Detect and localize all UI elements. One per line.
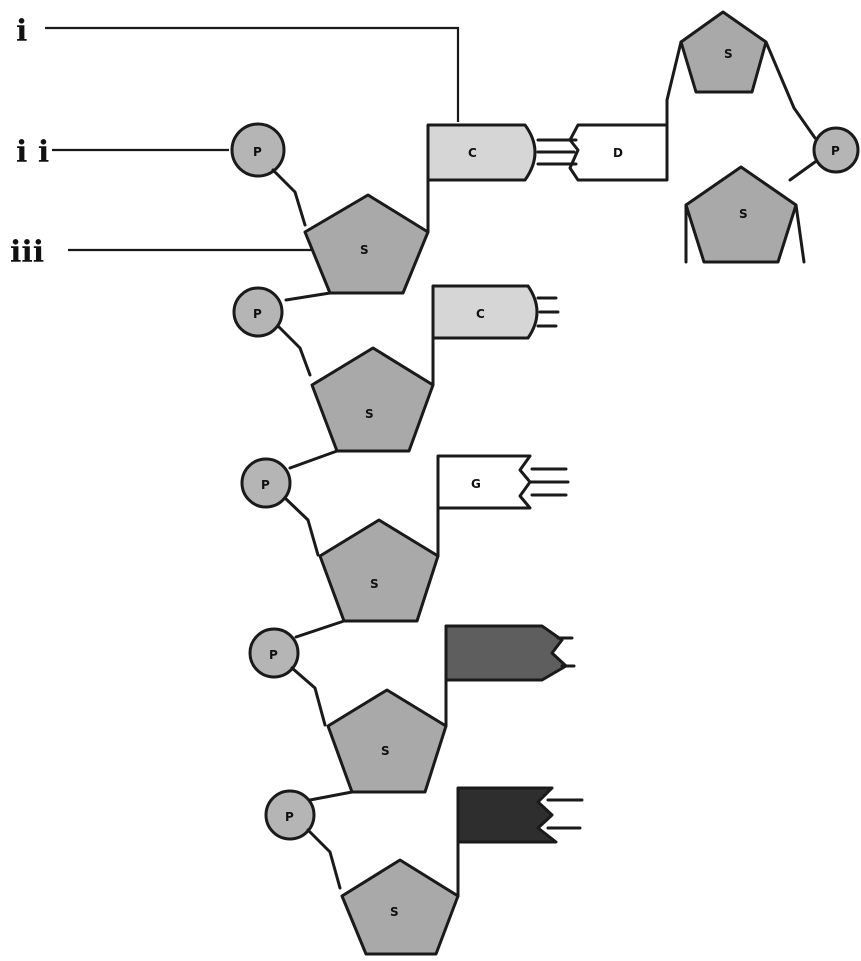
nucleotide-1: P S C <box>230 122 537 295</box>
sugar-5-label: S <box>390 905 399 919</box>
base-2-label: C <box>476 307 485 321</box>
phosphate-3-label: P <box>261 478 270 492</box>
phosphate-2 <box>232 286 284 338</box>
complement-strand: S S P <box>665 10 860 264</box>
nucleotide-5: P S <box>264 786 584 956</box>
nucleotide-4: P S <box>248 619 576 794</box>
sugar-3 <box>318 518 440 623</box>
phosphate-5-label: P <box>285 810 294 824</box>
phosphate-3 <box>240 457 292 509</box>
phosphate-5 <box>264 789 316 841</box>
sugar-1-label: S <box>360 243 369 257</box>
complement-phosphate-label: P <box>831 144 840 158</box>
phosphate-1-label: P <box>253 145 262 159</box>
paired-base-d-label: D <box>613 146 623 160</box>
sugar-4 <box>326 688 448 794</box>
sugar-2-label: S <box>365 407 374 421</box>
phosphate-4-label: P <box>269 648 278 662</box>
complement-sugar-top-label: S <box>724 47 733 61</box>
complement-sugar-top <box>679 10 768 94</box>
phosphate-4 <box>248 627 300 679</box>
phosphate-1 <box>230 122 286 178</box>
label-i: i <box>16 14 27 49</box>
base-2 <box>431 284 539 340</box>
label-iii: iii <box>10 235 44 270</box>
hydrogen-bonds <box>536 138 578 166</box>
sugar-3-label: S <box>370 577 379 591</box>
base-3-label: G <box>471 477 481 491</box>
base-1 <box>426 123 537 182</box>
sugar-1 <box>303 193 430 295</box>
sugar-4-label: S <box>381 744 390 758</box>
paired-base-d: D <box>568 123 669 182</box>
base-4 <box>444 624 568 682</box>
label-i-leader <box>45 26 460 122</box>
sugar-5 <box>340 858 460 956</box>
nucleotide-2: P S C <box>232 284 560 453</box>
base-3 <box>436 454 532 510</box>
complement-sugar-bottom-label: S <box>739 207 748 221</box>
complement-phosphate <box>812 126 860 174</box>
label-ii: i i <box>16 135 49 170</box>
sugar-2 <box>310 346 435 453</box>
base-1-label: C <box>468 146 477 160</box>
phosphate-2-label: P <box>253 307 262 321</box>
nucleotide-3: P S G <box>240 449 570 623</box>
complement-sugar-bottom <box>684 165 798 264</box>
base-5 <box>456 786 558 844</box>
